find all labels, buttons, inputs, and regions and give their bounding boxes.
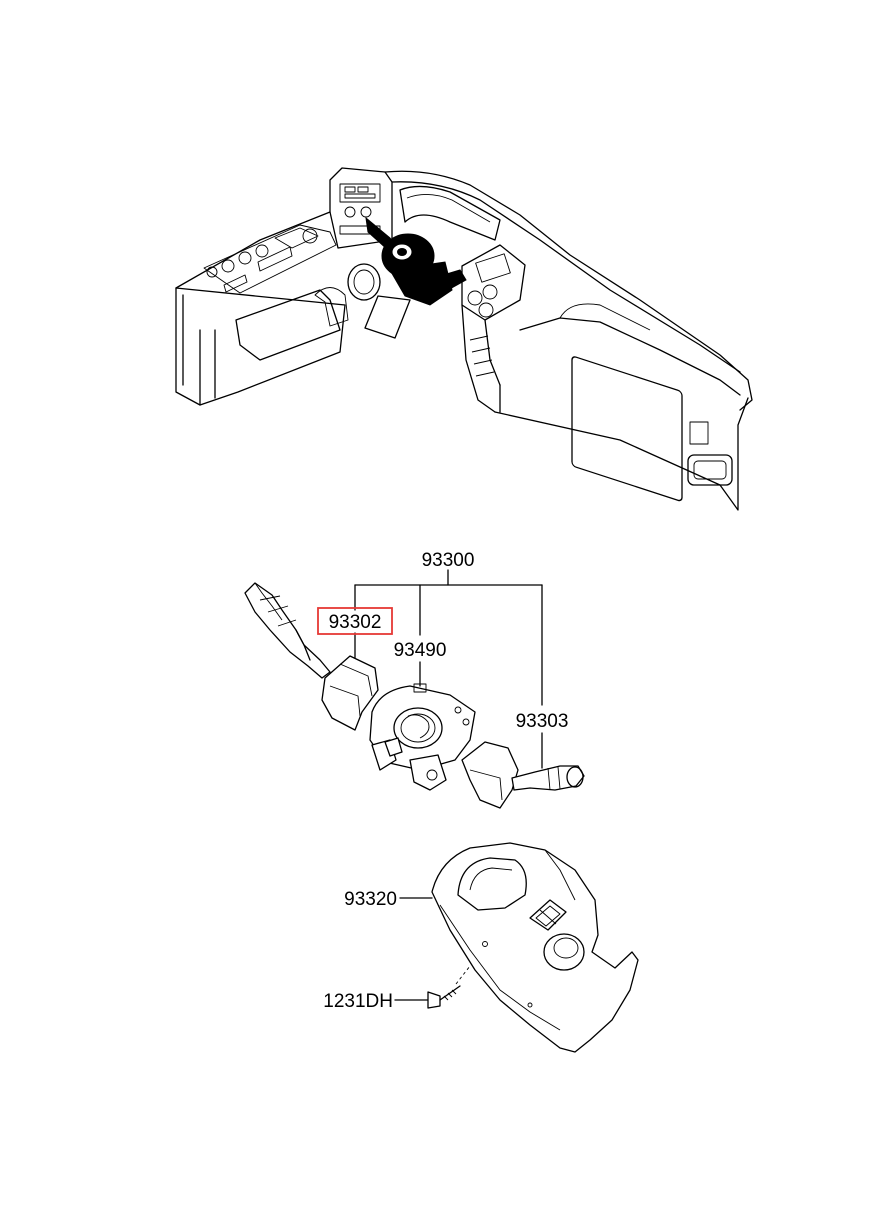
highlight-box	[317, 607, 393, 635]
label-93490: 93490	[394, 640, 447, 661]
label-93303: 93303	[516, 711, 569, 732]
label-93300: 93300	[422, 550, 475, 571]
switch-assembly-illustration	[244, 569, 585, 809]
shroud-illustration	[431, 842, 639, 1053]
label-1231DH: 1231DH	[323, 991, 393, 1012]
label-93302: 93302	[329, 612, 382, 633]
dashboard-illustration	[175, 167, 753, 511]
screw-illustration	[394, 965, 471, 1009]
label-93320: 93320	[344, 889, 397, 910]
